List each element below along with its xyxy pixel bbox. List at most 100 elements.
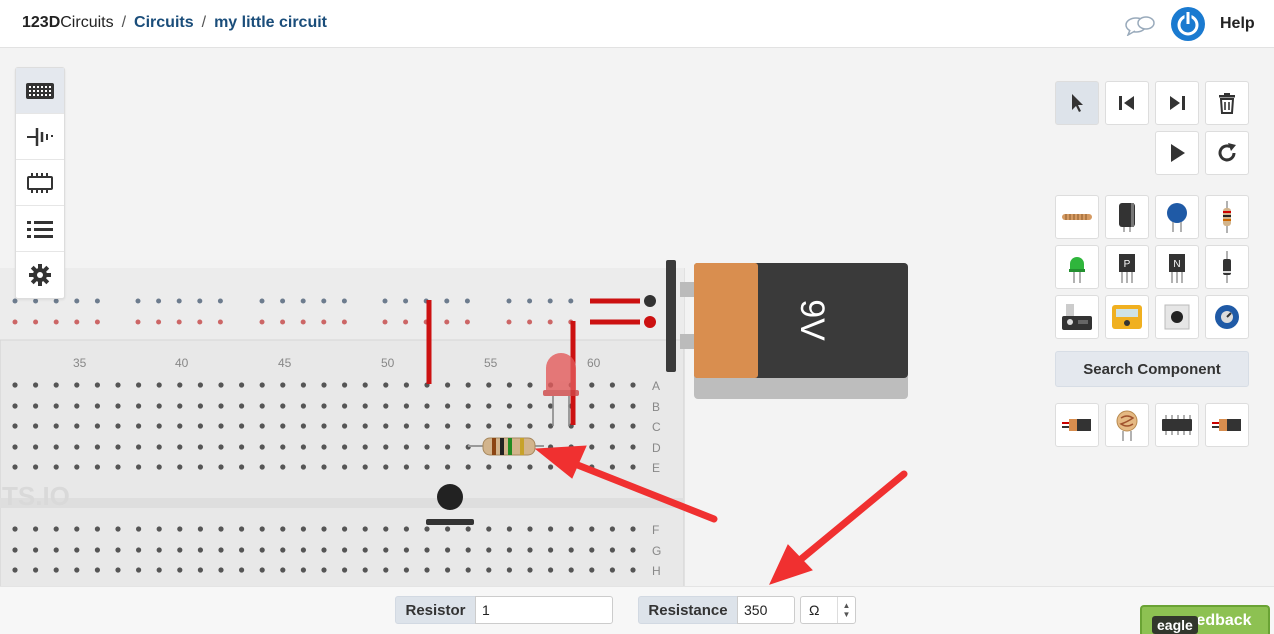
breadboard-hole[interactable]	[74, 423, 80, 429]
breadboard-hole[interactable]	[300, 547, 306, 553]
breadboard-hole[interactable]	[218, 526, 224, 532]
breadboard-hole[interactable]	[33, 319, 39, 325]
breadboard-hole[interactable]	[321, 319, 327, 325]
breadboard-hole[interactable]	[33, 423, 39, 429]
breadboard-hole[interactable]	[609, 444, 616, 450]
breadboard-hole[interactable]	[506, 403, 512, 409]
breadboard-hole[interactable]	[280, 444, 286, 450]
breadboard-hole[interactable]	[177, 526, 183, 532]
battery-clip[interactable]	[644, 316, 656, 328]
breadboard-hole[interactable]	[383, 382, 389, 388]
breadboard-hole[interactable]	[74, 403, 80, 409]
breadboard-hole[interactable]	[486, 403, 492, 409]
breadboard-hole[interactable]	[403, 403, 409, 409]
breadboard-hole[interactable]	[176, 319, 182, 325]
breadboard-hole[interactable]	[156, 319, 162, 325]
breadboard-hole[interactable]	[156, 464, 162, 470]
component-diode[interactable]	[1205, 245, 1249, 289]
breadboard-hole[interactable]	[383, 403, 389, 409]
breadboard-hole[interactable]	[33, 464, 39, 470]
component-arduino[interactable]	[1055, 295, 1099, 339]
breadboard-hole[interactable]	[362, 403, 368, 409]
breadboard-hole[interactable]	[362, 547, 368, 553]
breadboard-hole[interactable]	[506, 298, 512, 304]
breadboard-hole[interactable]	[589, 423, 595, 429]
breadboard-hole[interactable]	[136, 547, 142, 553]
breadboard-hole[interactable]	[53, 298, 59, 304]
component-resistor[interactable]	[1205, 195, 1249, 239]
breadboard-hole[interactable]	[486, 382, 492, 388]
breadboard-hole[interactable]	[321, 567, 327, 573]
breadboard-hole[interactable]	[630, 423, 636, 429]
breadboard-hole[interactable]	[115, 526, 121, 532]
breadboard-hole[interactable]	[506, 526, 512, 532]
breadboard-hole[interactable]	[53, 319, 59, 325]
breadboard-hole[interactable]	[527, 423, 533, 429]
breadboard-hole[interactable]	[177, 423, 183, 429]
component-battery-holder[interactable]	[1055, 403, 1099, 447]
breadboard-hole[interactable]	[383, 547, 389, 553]
breadboard-hole[interactable]	[362, 382, 368, 388]
breadboard-hole[interactable]	[239, 464, 245, 470]
battery-clip[interactable]	[644, 295, 656, 307]
breadboard-hole[interactable]	[217, 298, 223, 304]
resistor-name-input[interactable]	[475, 596, 613, 624]
breadboard-hole[interactable]	[259, 403, 265, 409]
breadboard-hole[interactable]	[239, 567, 245, 573]
breadboard-hole[interactable]	[465, 567, 471, 573]
breadboard-hole[interactable]	[197, 567, 203, 573]
breadboard-hole[interactable]	[630, 403, 636, 409]
breadboard-hole[interactable]	[342, 567, 348, 573]
breadboard-hole[interactable]	[94, 444, 100, 450]
breadboard-hole[interactable]	[74, 382, 80, 388]
breadboard-hole[interactable]	[197, 319, 203, 325]
breadboard-hole[interactable]	[12, 567, 18, 573]
power-icon[interactable]	[1170, 6, 1206, 42]
breadboard-hole[interactable]	[589, 464, 595, 470]
breadboard-hole[interactable]	[280, 547, 286, 553]
breadcrumb-circuits[interactable]: Circuits	[134, 14, 194, 31]
breadboard-hole[interactable]	[280, 423, 286, 429]
breadboard-hole[interactable]	[568, 526, 574, 532]
breadboard-hole[interactable]	[197, 547, 203, 553]
breadboard-hole[interactable]	[589, 547, 595, 553]
breadboard-hole[interactable]	[548, 526, 554, 532]
breadboard-hole[interactable]	[12, 319, 18, 325]
breadboard-hole[interactable]	[53, 382, 59, 388]
breadboard-hole[interactable]	[259, 382, 265, 388]
breadboard-hole[interactable]	[136, 567, 142, 573]
breadboard-hole[interactable]	[300, 319, 306, 325]
breadboard-hole[interactable]	[53, 526, 59, 532]
breadboard-hole[interactable]	[239, 423, 245, 429]
breadboard-hole[interactable]	[53, 464, 59, 470]
breadboard-hole[interactable]	[300, 526, 306, 532]
breadboard-hole[interactable]	[259, 526, 265, 532]
breadboard-hole[interactable]	[239, 444, 245, 450]
breadboard-hole[interactable]	[445, 547, 451, 553]
pushbutton-component[interactable]	[426, 484, 474, 525]
breadboard-hole[interactable]	[321, 444, 327, 450]
breadboard-hole[interactable]	[464, 298, 470, 304]
breadboard-hole[interactable]	[74, 526, 80, 532]
breadboard-hole[interactable]	[259, 567, 265, 573]
breadboard-hole[interactable]	[12, 444, 18, 450]
breadboard-hole[interactable]	[94, 547, 100, 553]
breadboard-hole[interactable]	[609, 382, 616, 388]
breadboard-hole[interactable]	[177, 547, 183, 553]
breadboard-hole[interactable]	[197, 423, 203, 429]
breadboard-hole[interactable]	[445, 423, 451, 429]
breadboard-hole[interactable]	[609, 547, 616, 553]
breadboard-hole[interactable]	[74, 319, 80, 325]
breadboard-hole[interactable]	[362, 567, 368, 573]
breadboard-hole[interactable]	[218, 423, 224, 429]
breadboard-hole[interactable]	[74, 567, 80, 573]
breadboard-hole[interactable]	[156, 298, 162, 304]
breadboard-hole[interactable]	[321, 464, 327, 470]
breadboard-hole[interactable]	[465, 464, 471, 470]
breadboard-hole[interactable]	[506, 547, 512, 553]
breadboard-hole[interactable]	[589, 403, 595, 409]
terminal-holes[interactable]	[12, 382, 636, 573]
component-capacitor[interactable]	[1105, 195, 1149, 239]
breadboard-hole[interactable]	[403, 423, 409, 429]
breadboard-hole[interactable]	[362, 423, 368, 429]
